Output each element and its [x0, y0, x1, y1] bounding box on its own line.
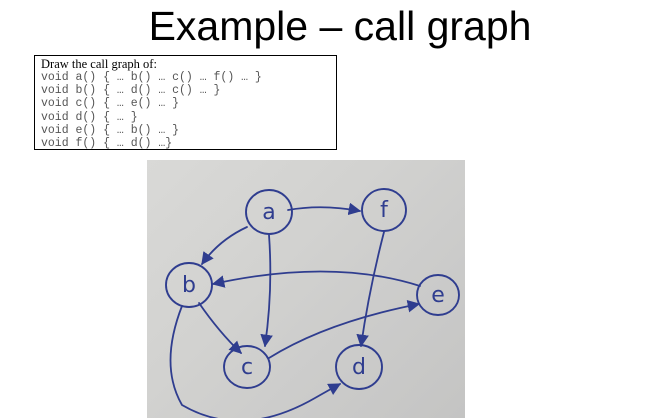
code-line-b: void b() { … d() … c() … }	[41, 84, 221, 98]
node-f-label: f	[380, 198, 389, 223]
edge-c-e	[268, 299, 421, 359]
node-a-circle	[245, 189, 293, 235]
node-b-label: b	[182, 273, 196, 298]
call-graph-photo: a f b e c d	[147, 160, 465, 418]
code-listing-box: Draw the call graph of: void a() { … b()…	[34, 55, 337, 150]
code-header: Draw the call graph of:	[41, 57, 157, 71]
code-line-f: void f() { … d() …}	[41, 137, 173, 151]
node-a-label: a	[262, 200, 275, 225]
node-d-circle	[335, 344, 383, 390]
edge-f-d	[356, 231, 385, 348]
node-e-circle	[416, 274, 460, 316]
slide-title: Example – call graph	[148, 3, 532, 49]
code-line-c: void c() { … e() … }	[41, 97, 180, 111]
node-d-label: d	[352, 355, 366, 380]
node-c-circle	[223, 345, 271, 389]
call-graph-drawing: a f b e c d	[165, 188, 460, 418]
edge-a-c	[260, 234, 273, 348]
edge-a-f	[287, 202, 362, 216]
code-line-a: void a() { … b() … c() … f() … }	[41, 71, 262, 84]
code-line-d: void d() { … }	[41, 110, 138, 124]
node-f-circle	[361, 188, 407, 232]
node-c-label: c	[241, 355, 253, 380]
edge-b-c	[198, 302, 242, 354]
edge-b-d	[169, 305, 342, 418]
edge-e-b	[211, 270, 421, 288]
node-b-circle	[165, 262, 213, 308]
code-line-e: void e() { … b() … }	[41, 123, 180, 137]
node-e-label: e	[431, 283, 445, 308]
edge-a-b	[201, 226, 248, 266]
